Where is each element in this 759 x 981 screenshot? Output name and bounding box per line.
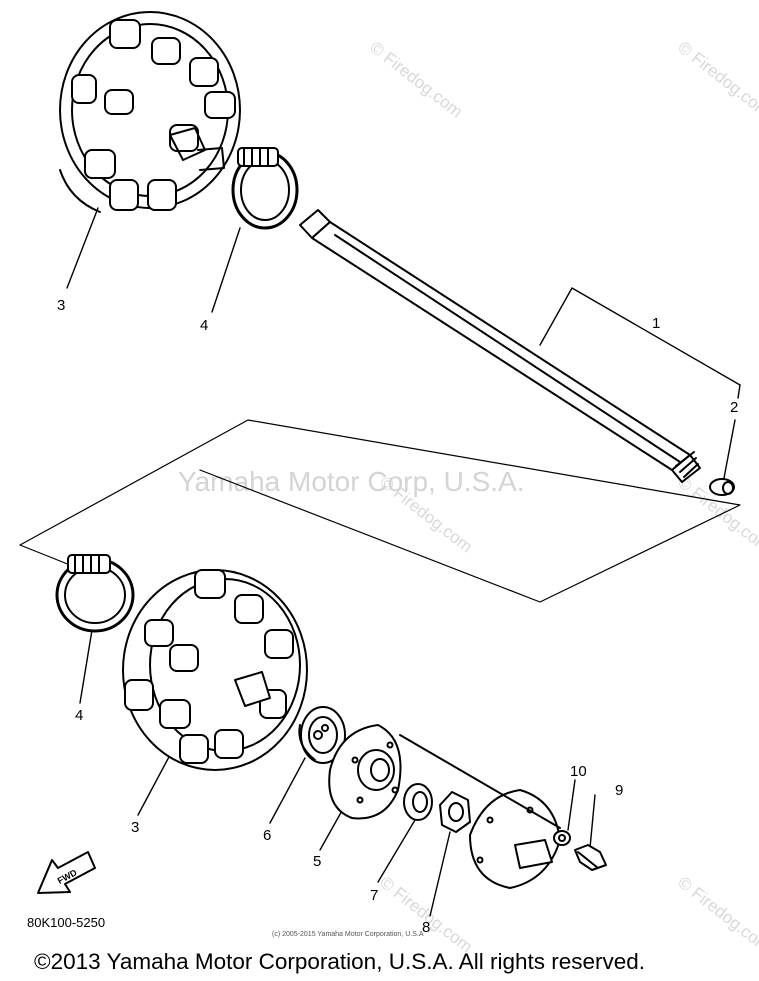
plug bbox=[709, 478, 735, 496]
drive-shaft bbox=[299, 209, 701, 483]
nut bbox=[439, 791, 471, 833]
upper-sprocket bbox=[59, 11, 241, 213]
flange bbox=[328, 724, 402, 820]
callout-washer: 7 bbox=[370, 887, 378, 904]
lower-sprocket bbox=[122, 569, 308, 771]
bolt bbox=[574, 844, 607, 871]
footer-copyright: ©2013 Yamaha Motor Corporation, U.S.A. A… bbox=[34, 949, 646, 974]
callout-plug: 2 bbox=[730, 399, 738, 416]
callout-flange: 5 bbox=[313, 853, 321, 870]
callout-sprocket-lower: 3 bbox=[131, 819, 139, 836]
callout-nut: 8 bbox=[422, 919, 430, 936]
watermark-center: Yamaha Motor Corp, U.S.A. bbox=[178, 466, 525, 497]
callout-sprocket-upper: 3 bbox=[57, 297, 65, 314]
callout-lock-washer: 10 bbox=[570, 763, 587, 780]
callout-bearing: 6 bbox=[263, 827, 271, 844]
lower-clamp bbox=[55, 554, 135, 633]
callout-lines bbox=[66, 207, 741, 917]
lock-washer bbox=[553, 830, 571, 846]
fwd-arrow bbox=[37, 851, 96, 894]
part-code: 80K100-5250 bbox=[27, 915, 106, 930]
bearing bbox=[298, 706, 346, 764]
small-copyright: (c) 2005-2015 Yamaha Motor Corporation, … bbox=[272, 931, 424, 938]
callout-shaft: 1 bbox=[652, 315, 660, 332]
upper-clamp bbox=[231, 147, 299, 230]
callout-clamp-upper: 4 bbox=[200, 317, 208, 334]
callout-clamp-lower: 4 bbox=[75, 707, 83, 724]
callout-bolt: 9 bbox=[615, 782, 623, 799]
washer bbox=[403, 783, 433, 821]
